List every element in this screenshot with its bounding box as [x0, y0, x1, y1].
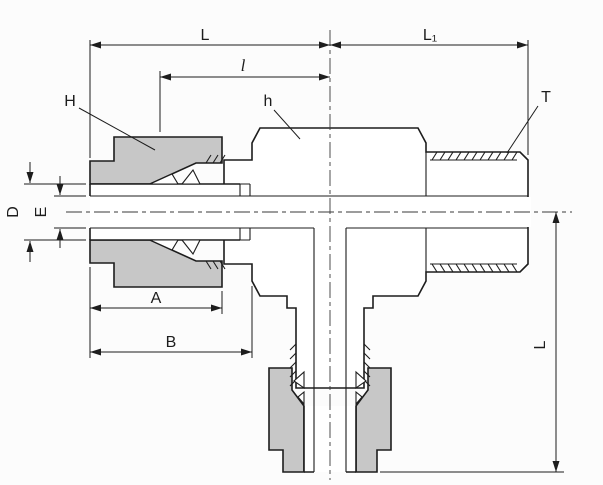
dim-label-l: l	[241, 56, 246, 75]
ferrule	[180, 239, 201, 256]
male-thread-ticks	[431, 151, 518, 273]
dimensions-group: L L₁ l H h T D E A B L	[5, 27, 564, 473]
callout-label-h: h	[264, 93, 273, 110]
ferrule	[355, 390, 363, 406]
left-nut-upper-half	[89, 136, 223, 185]
dim-label-B: B	[166, 334, 177, 351]
leader-T	[506, 105, 539, 154]
centerlines-group	[66, 30, 572, 480]
left-nut-thread-ticks	[205, 154, 226, 270]
left-nut-lower-half	[89, 239, 223, 288]
ferrule	[149, 173, 179, 185]
branch-thread-ticks	[289, 343, 371, 387]
dim-label-E: E	[33, 207, 50, 218]
dim-label-L-side: L	[532, 340, 549, 349]
extension-lines	[24, 40, 564, 473]
ferrule	[355, 370, 367, 390]
callout-label-T: T	[541, 89, 551, 106]
ferrule	[180, 168, 201, 185]
dim-label-L1: L₁	[423, 27, 437, 44]
branch-nut-right-half	[355, 367, 392, 473]
branch-tube-edges	[303, 406, 357, 473]
ferrule	[149, 239, 179, 251]
leader-H	[78, 107, 156, 151]
dim-label-D: D	[5, 206, 22, 218]
male-thread-minor-lines	[430, 159, 517, 265]
dim-label-L: L	[201, 27, 210, 44]
ferrule	[297, 390, 305, 406]
branch-bore-lines	[313, 228, 347, 472]
branch-nut-left-half	[268, 367, 305, 473]
leader-h	[273, 109, 301, 140]
dim-label-A: A	[151, 290, 162, 307]
ferrule	[293, 370, 305, 390]
body-outline	[223, 127, 529, 389]
callout-label-H: H	[64, 93, 76, 110]
main-bore-lines	[90, 195, 528, 229]
tube-end-shoulder	[239, 183, 251, 241]
